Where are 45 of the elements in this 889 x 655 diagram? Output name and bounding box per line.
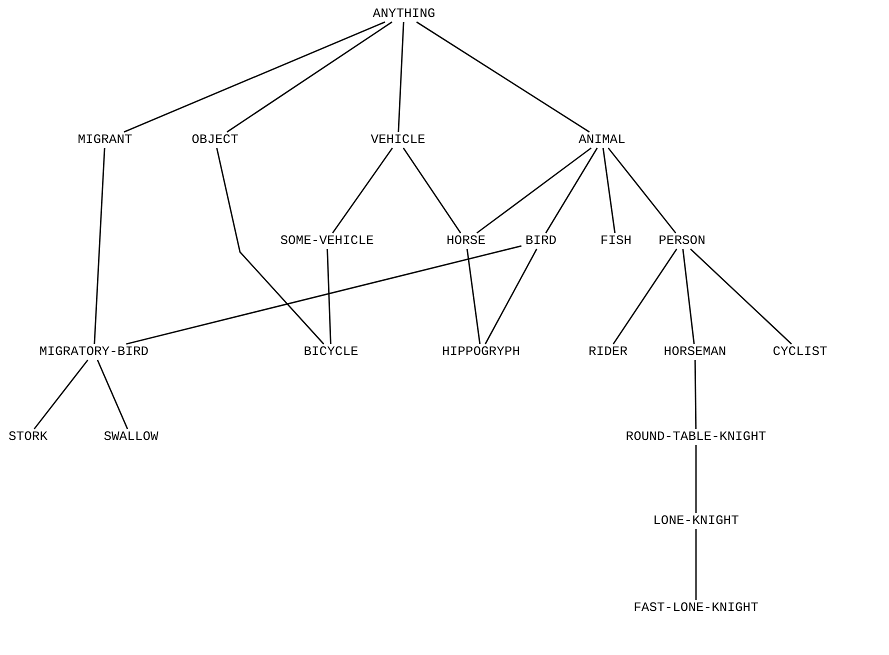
- concept-label: SOME-VEHICLE: [276, 233, 378, 249]
- concept-label: MIGRANT: [74, 132, 136, 148]
- concept-label: LONE-KNIGHT: [649, 513, 743, 529]
- concept-label: HORSEMAN: [660, 344, 730, 360]
- concept-label: OBJECT: [188, 132, 242, 148]
- connector-line: [695, 445, 697, 513]
- connector-line: [326, 248, 332, 344]
- connector-line: [484, 248, 538, 344]
- connector-line: [402, 148, 462, 234]
- connector-line: [476, 147, 592, 234]
- connector-line: [226, 21, 392, 133]
- connector-line: [124, 21, 386, 133]
- connector-line: [34, 360, 88, 430]
- connector-line: [602, 148, 616, 234]
- connector-line: [695, 529, 697, 600]
- concept-label: HIPPOGRYPH: [438, 344, 524, 360]
- connector-line: [682, 248, 695, 344]
- concept-label: HORSE: [442, 233, 490, 249]
- concept-label: ROUND-TABLE-KNIGHT: [622, 429, 770, 445]
- concept-label: VEHICLE: [366, 132, 430, 148]
- concept-label: BICYCLE: [300, 344, 362, 360]
- connector-line: [398, 22, 404, 132]
- concept-label: CYCLIST: [768, 344, 832, 360]
- connector-line: [690, 248, 792, 345]
- connector-line: [416, 21, 590, 133]
- concept-label: FISH: [596, 233, 636, 249]
- connector-line: [126, 245, 522, 345]
- connector-line: [96, 360, 128, 430]
- connector-line: [94, 148, 106, 344]
- concept-label: BIRD: [521, 233, 561, 249]
- concept-label: SWALLOW: [100, 429, 162, 445]
- connector-line: [545, 148, 598, 234]
- concept-label: ANYTHING: [368, 6, 440, 22]
- connector-line: [608, 148, 676, 234]
- connector-line: [332, 148, 393, 234]
- concept-label: MIGRATORY-BIRD: [35, 344, 153, 360]
- connector-line: [216, 148, 324, 344]
- concept-label: ANIMAL: [574, 132, 630, 148]
- concept-label: RIDER: [584, 344, 632, 360]
- concept-label: PERSON: [654, 233, 710, 249]
- connector-line: [466, 248, 481, 344]
- concept-label: FAST-LONE-KNIGHT: [630, 600, 762, 616]
- connector-line: [612, 248, 678, 344]
- concept-label: STORK: [4, 429, 52, 445]
- connector-line: [694, 360, 697, 429]
